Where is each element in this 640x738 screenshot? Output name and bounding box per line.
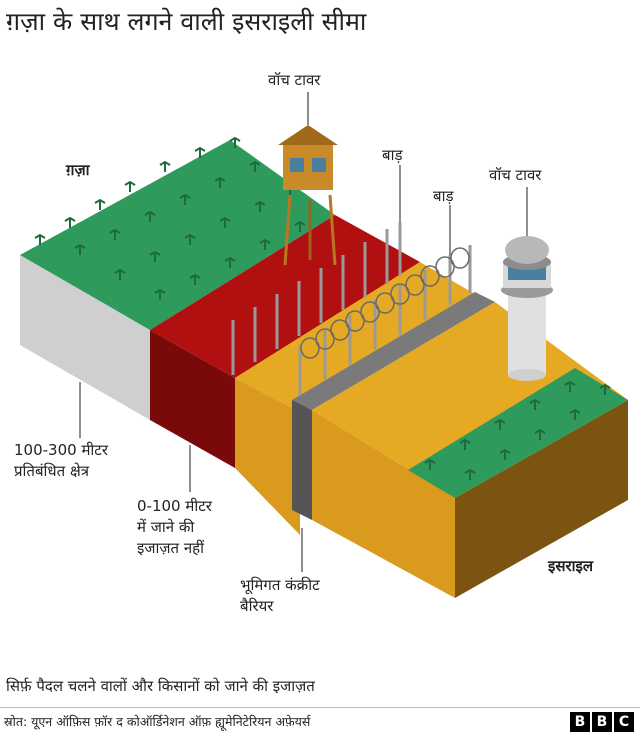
razor-wire-coils [300,247,470,359]
fence-1-label: बाड़ [382,146,403,164]
buffer-strip-top [235,262,480,412]
buffer-strip-front [235,378,300,535]
bbc-logo-letter-2: B [592,712,612,732]
fence-razor-wire [298,245,472,395]
fence-posts [231,222,402,375]
no-access-zone-line3: इजाज़त नहीं [137,539,205,557]
israel-top [312,302,628,498]
watchtower-left-label: वॉच टावर [268,71,321,89]
israel-front-face [312,410,455,598]
no-access-zone-line2: में जाने की [137,518,195,536]
restricted-zone-label: 100-300 मीटर प्रतिबंधित क्षेत्र [14,440,108,482]
gaza-plants [34,136,306,300]
footnote: सिर्फ़ पैदल चलने वालों और किसानों को जान… [6,677,315,695]
israel-label: इसराइल [548,557,594,575]
bbc-logo: B B C [570,712,634,732]
no-access-zone-front [150,330,235,468]
no-access-zone-label: 0-100 मीटर में जाने की इजाज़त नहीं [137,496,212,559]
source-credit: स्रोत: यूएन ऑफ़िस फ़ॉर द कोऑर्डिनेशन ऑफ़… [4,714,311,729]
watchtower-left [278,125,338,266]
concrete-barrier-label: भूमिगत कंक्रीट बैरियर [240,575,320,617]
israel-plants [424,380,611,480]
page-title: ग़ज़ा के साथ लगने वाली इसराइली सीमा [6,7,367,36]
israel-grass-top [408,368,628,498]
bbc-logo-letter-3: C [614,712,634,732]
pointer-lines [79,92,528,572]
gaza-label: ग़ज़ा [66,161,90,179]
gaza-front-face [20,255,150,420]
no-access-zone-line1: 0-100 मीटर [137,497,212,515]
fence-2-label: बाड़ [433,187,454,205]
watchtower-right [501,236,553,381]
israel-side-face [455,400,628,598]
concrete-barrier-top [292,292,495,410]
restricted-zone-line2: प्रतिबंधित क्षेत्र [14,462,89,480]
bbc-logo-letter-1: B [570,712,590,732]
concrete-barrier-line2: बैरियर [240,597,274,615]
watchtower-right-label: वॉच टावर [489,166,542,184]
restricted-zone-line1: 100-300 मीटर [14,441,108,459]
no-access-zone-top [150,215,420,378]
concrete-barrier-front [292,400,312,520]
concrete-barrier-line1: भूमिगत कंक्रीट [240,576,320,594]
divider [0,707,640,708]
gaza-grass-top [20,140,335,330]
